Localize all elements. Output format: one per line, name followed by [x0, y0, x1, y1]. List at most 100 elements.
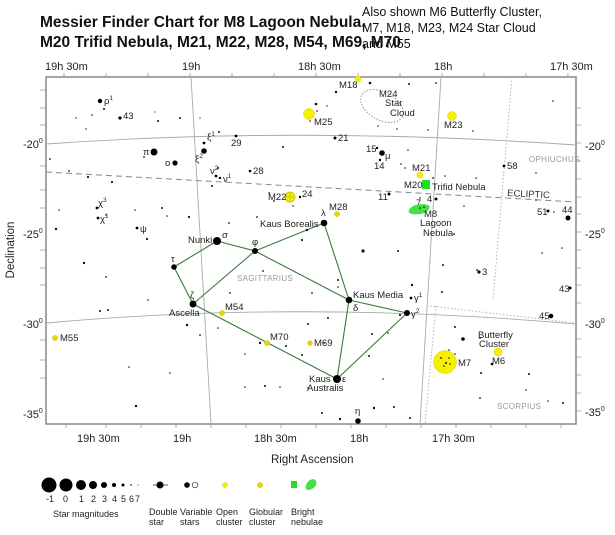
- m7-open-cluster: [433, 350, 457, 374]
- star-24: [298, 195, 302, 199]
- svg-text:δ: δ: [353, 303, 358, 314]
- svg-text:Bright: Bright: [291, 507, 315, 517]
- svg-text:19h 30m: 19h 30m: [77, 433, 120, 445]
- svg-text:ν1: ν1: [223, 173, 232, 185]
- svg-text:0: 0: [63, 494, 68, 504]
- coordinate-grid: [45, 76, 577, 425]
- svg-text:1: 1: [79, 494, 84, 504]
- nebula-label: Nebula: [423, 228, 454, 239]
- star-eta: [355, 418, 361, 424]
- svg-text:-300: -300: [585, 318, 605, 331]
- star-pi: [150, 148, 158, 156]
- star-kaus-australis-epsilon: [333, 375, 341, 383]
- legend-open-cluster: [222, 482, 228, 488]
- svg-text:nebulae: nebulae: [291, 517, 323, 527]
- chart-title-line-1: Messier Finder Chart for M8 Lagoon Nebul…: [40, 14, 366, 31]
- m25-label: M25: [314, 117, 332, 128]
- svg-text:17h 30m: 17h 30m: [432, 433, 475, 445]
- star-chi3: [95, 206, 99, 210]
- svg-text:π: π: [143, 147, 150, 158]
- svg-text:χ1: χ1: [100, 213, 109, 225]
- svg-text:ε: ε: [342, 374, 347, 385]
- star-chi1: [96, 216, 100, 220]
- subtitle-line-1: Also shown M6 Butterfly Cluster,: [362, 5, 542, 19]
- m70-label: M70: [270, 332, 288, 343]
- svg-text:star: star: [149, 517, 164, 527]
- svg-text:-250: -250: [585, 228, 605, 241]
- star-gamma1: [409, 296, 413, 300]
- m23-open-cluster: [447, 111, 457, 121]
- dec-ticks-left: -200 -250 -300 -350: [23, 138, 43, 421]
- svg-text:stars: stars: [180, 517, 200, 527]
- star-45: [548, 313, 554, 319]
- svg-text:φ: φ: [252, 237, 258, 248]
- m24-label: M24: [379, 89, 397, 100]
- svg-text:43: 43: [559, 284, 570, 295]
- legend-nebula-square: [291, 481, 297, 488]
- svg-text:-250: -250: [23, 228, 43, 241]
- m23-label: M23: [444, 120, 462, 131]
- ra-tick-label: 18h 30m: [298, 61, 341, 73]
- legend-nebula-blob: [305, 479, 317, 490]
- star-28: [248, 169, 252, 173]
- svg-text:ψ: ψ: [140, 224, 147, 235]
- svg-text:ν2: ν2: [210, 165, 219, 177]
- star-nu2: [214, 174, 218, 178]
- dec-gridline-minus-20: [45, 134, 577, 146]
- m24-label-3: Cloud: [390, 108, 415, 119]
- star-nu1: [218, 176, 222, 180]
- svg-text:45: 45: [539, 311, 550, 322]
- star-3: [477, 270, 481, 274]
- m70-globular-cluster: [264, 340, 270, 346]
- star-14: [378, 158, 382, 162]
- m69-globular-cluster: [307, 340, 313, 346]
- svg-text:21: 21: [338, 133, 349, 144]
- m55-globular-cluster: [52, 335, 58, 341]
- m8-label: M8: [424, 209, 437, 220]
- svg-text:λ: λ: [321, 208, 326, 219]
- m28-label: M28: [329, 202, 347, 213]
- star-near-m6-2: [490, 362, 494, 366]
- svg-text:Globular: Globular: [249, 507, 283, 517]
- star-names: Nunki Kaus Borealis Kaus Media Kaus Aust…: [169, 219, 404, 394]
- labeled-stars: [95, 98, 572, 424]
- star-11: [387, 192, 391, 196]
- svg-text:19h: 19h: [173, 433, 191, 445]
- deep-sky-objects: [52, 75, 503, 374]
- sagittarius-label: Sagittarius: [237, 274, 293, 283]
- m21-open-cluster: [416, 171, 424, 179]
- star-44: [565, 215, 571, 221]
- star-29: [234, 134, 238, 138]
- dso-labels: M18 M24 Star Cloud M25 M23 M21 M20 Trifi…: [60, 80, 513, 369]
- m55-label: M55: [60, 333, 78, 344]
- star-43: [118, 116, 122, 120]
- star-ascella-zeta: [189, 300, 197, 308]
- magnitude-scale: [41, 477, 139, 493]
- svg-text:τ: τ: [171, 254, 175, 265]
- chart-title: Messier Finder Chart for M8 Lagoon Nebul…: [40, 13, 401, 53]
- svg-text:3: 3: [102, 494, 107, 504]
- svg-text:cluster: cluster: [216, 517, 243, 527]
- svg-text:χ3: χ3: [98, 197, 107, 209]
- frame-ticks: [40, 73, 581, 428]
- m20-label: M20: [404, 180, 422, 191]
- m22-label: M22: [268, 192, 286, 203]
- star-phi: [252, 248, 258, 254]
- kaus-australis-label-2: Australis: [307, 383, 344, 394]
- ra-tick-label: 18h: [434, 61, 452, 73]
- ascella-label: Ascella: [169, 308, 200, 319]
- chart-subtitle: Also shown M6 Butterfly Cluster, M7, M18…: [362, 4, 612, 52]
- kaus-borealis-label: Kaus Borealis: [260, 219, 319, 230]
- svg-text:ζ: ζ: [190, 290, 195, 301]
- y-axis-label: Declination: [5, 222, 17, 279]
- dec-ticks-right: -200 -250 -300 -350: [585, 140, 605, 419]
- constellation-names: Sagittarius Ophiuchus Scorpius: [237, 155, 579, 411]
- svg-text:5: 5: [121, 494, 126, 504]
- svg-text:o: o: [165, 158, 170, 169]
- star-kaus-media-delta: [345, 296, 353, 304]
- magnitude-labels: -1 0 1 2 3 4 5 6 7: [46, 494, 140, 504]
- svg-text:29: 29: [231, 138, 242, 149]
- svg-text:μ: μ: [385, 151, 390, 162]
- svg-text:-300: -300: [23, 318, 43, 331]
- svg-text:-200: -200: [23, 138, 43, 151]
